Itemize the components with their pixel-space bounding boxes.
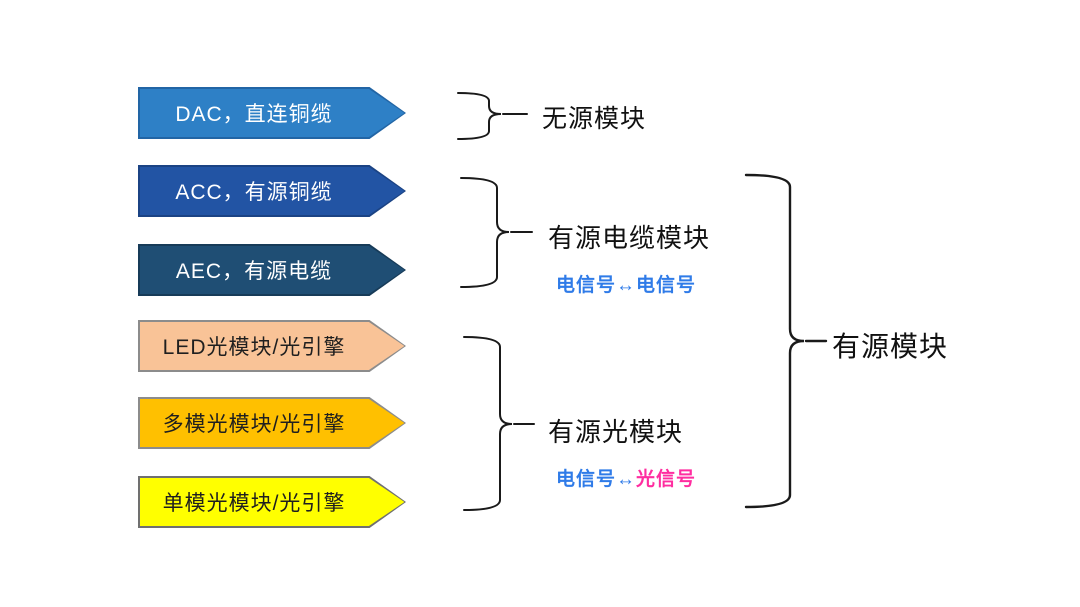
arrow-aec-label: AEC，有源电缆 xyxy=(175,260,333,283)
brace-active-module xyxy=(744,173,805,509)
arrow-led-optical: LED光模块/光引擎 xyxy=(138,320,406,372)
brace-active-optical xyxy=(463,336,513,511)
arrow-multimode: 多模光模块/光引擎 xyxy=(138,397,406,449)
signal-cable-left: 电信号 xyxy=(556,275,617,296)
arrow-dac-fill xyxy=(139,88,405,138)
arrow-singlemode-fill xyxy=(139,477,405,527)
label-active-optical-module: 有源光模块 xyxy=(548,417,684,447)
bidirectional-arrow-icon: ↔ xyxy=(616,275,637,296)
label-passive-module: 无源模块 xyxy=(542,105,647,133)
arrow-acc-fill xyxy=(139,166,405,216)
arrow-dac: DAC，直连铜缆 xyxy=(138,87,406,139)
arrow-multimode-label: 多模光模块/光引擎 xyxy=(162,413,346,436)
signal-optical-left: 电信号 xyxy=(556,469,617,490)
arrow-acc-label: ACC，有源铜缆 xyxy=(175,181,333,204)
label-active-cable-module: 有源电缆模块 xyxy=(548,223,711,253)
arrow-led-optical-label: LED光模块/光引擎 xyxy=(162,336,346,359)
arrow-multimode-fill xyxy=(139,398,405,448)
signal-cable-right: 电信号 xyxy=(636,275,697,296)
label-active-module: 有源模块 xyxy=(832,331,949,362)
arrow-aec-fill xyxy=(139,245,405,295)
signal-optical-line: 电信号↔光信号 xyxy=(556,464,696,491)
brace-active-cable xyxy=(460,177,510,288)
signal-optical-right: 光信号 xyxy=(636,469,697,490)
signal-cable-line: 电信号↔电信号 xyxy=(556,270,696,297)
arrow-acc: ACC，有源铜缆 xyxy=(138,165,406,217)
arrow-led-optical-fill xyxy=(139,321,405,371)
arrow-singlemode-label: 单模光模块/光引擎 xyxy=(162,492,346,515)
bidirectional-arrow-icon: ↔ xyxy=(616,469,637,490)
arrow-dac-label: DAC，直连铜缆 xyxy=(175,103,333,126)
arrow-aec: AEC，有源电缆 xyxy=(138,244,406,296)
arrow-singlemode: 单模光模块/光引擎 xyxy=(138,476,406,528)
brace-passive xyxy=(457,92,502,140)
